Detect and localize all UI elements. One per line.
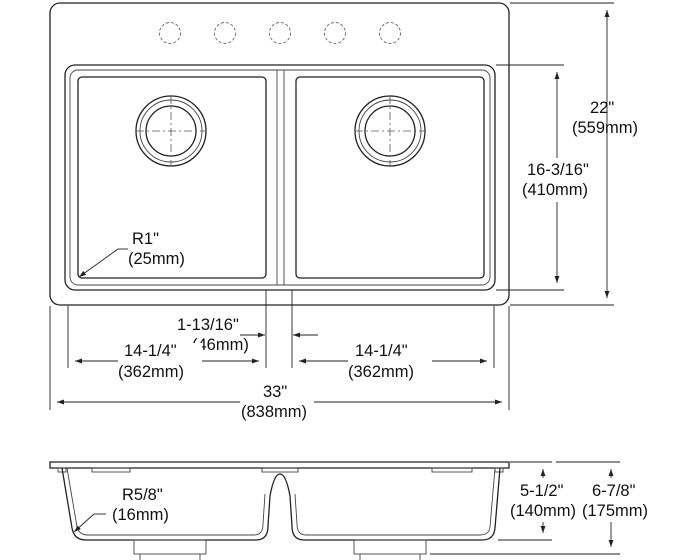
faucet-hole — [159, 22, 181, 44]
side-deck — [49, 461, 510, 469]
faucet-hole — [379, 22, 401, 44]
bowl-height-mm-label: (410mm) — [522, 181, 588, 199]
faucet-hole — [214, 22, 236, 44]
side-view: R5/8" (16mm) 5-1/2" (140mm) 6-7/8" (175m… — [49, 461, 652, 560]
corner-radius-mm-label: (25mm) — [128, 250, 185, 268]
faucet-hole — [269, 22, 291, 44]
right-bowl-width-mm-label: (362mm) — [348, 363, 414, 381]
bowl-height-in-label: 16-3/16" — [527, 161, 589, 179]
mounting-clip — [91, 467, 131, 473]
right-drain-tailpiece — [353, 539, 427, 555]
left-drain-tailpiece — [133, 539, 207, 555]
bowl-rim-inner — [69, 69, 491, 286]
bowl-depth-in-label: 5-1/2" — [520, 482, 564, 500]
bowl-rim — [64, 64, 496, 291]
side-radius-mm-label: (16mm) — [112, 506, 169, 524]
top-view: R1" (25mm) 22" (559mm) 16-3/16" (410mm) … — [49, 2, 638, 421]
overall-width-in-label: 33" — [263, 383, 287, 401]
left-drain — [135, 95, 207, 167]
overall-width-mm-label: (838mm) — [241, 403, 307, 421]
right-bowl-width-in-label: 14-1/4" — [355, 342, 408, 360]
overall-depth-mm-label: (175mm) — [582, 502, 648, 520]
mounting-clip — [261, 467, 299, 473]
faucet-holes — [159, 22, 401, 44]
side-bowl-profile — [61, 467, 501, 541]
right-bowl — [295, 76, 485, 279]
divider-in-label: 1-13/16" — [177, 316, 239, 334]
corner-radius-leader — [78, 248, 119, 278]
overall-height-in-label: 22" — [590, 99, 614, 117]
deck-outline — [49, 2, 510, 306]
left-bowl-width-in-label: 14-1/4" — [124, 342, 177, 360]
bowl-depth-mm-label: (140mm) — [510, 502, 576, 520]
corner-radius-in-label: R1" — [132, 230, 159, 248]
side-radius-leader — [73, 513, 95, 533]
faucet-hole — [324, 22, 346, 44]
left-bowl-width-mm-label: (362mm) — [118, 363, 184, 381]
left-bowl — [77, 76, 267, 279]
divider-mm-label: (46mm) — [192, 336, 249, 354]
mounting-clip — [431, 467, 473, 473]
right-drain — [354, 95, 426, 167]
overall-height-mm-label: (559mm) — [572, 119, 638, 137]
side-radius-in-label: R5/8" — [122, 486, 163, 504]
overall-depth-in-label: 6-7/8" — [592, 482, 636, 500]
